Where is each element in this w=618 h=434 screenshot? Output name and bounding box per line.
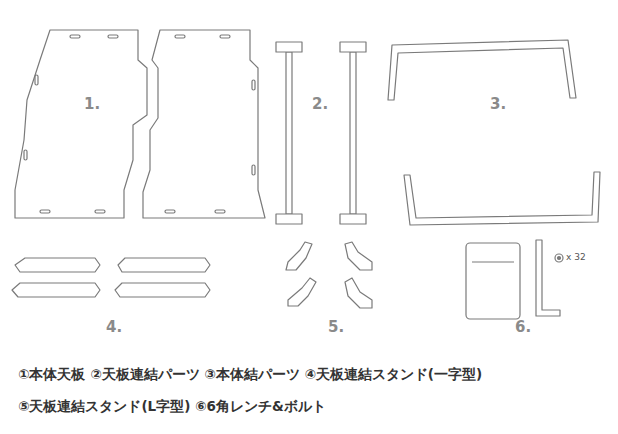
- caption-line: ⑤天板連結スタンド(L字型) ⑥6角レンチ&ボルト: [18, 398, 326, 414]
- callout-number: 1.: [84, 95, 100, 113]
- callout-number: 3.: [490, 95, 506, 113]
- callout-number: 4.: [106, 318, 122, 336]
- caption-line: ①本体天板 ②天板連結パーツ ③本体結パーツ ④天板連結スタンド(一字型): [18, 366, 482, 382]
- callout-number: 6.: [515, 318, 531, 336]
- callout-number: 5.: [328, 318, 344, 336]
- quantity-label: x 32: [566, 252, 586, 263]
- callout-number: 2.: [312, 95, 328, 113]
